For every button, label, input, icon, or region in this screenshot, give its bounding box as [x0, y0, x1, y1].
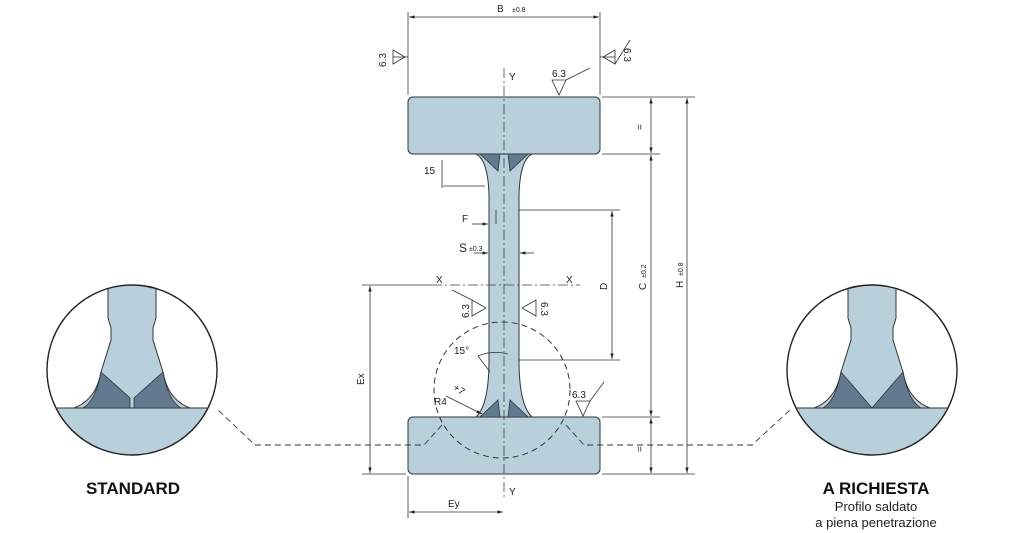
detail-circle [433, 321, 571, 459]
dim-B: B [497, 4, 504, 15]
dim-D: D [599, 283, 610, 290]
leader-left [217, 409, 443, 446]
dim-15: 15 [424, 166, 436, 177]
weld-full-right [871, 371, 923, 409]
dim-S-tol: ±0.3 [469, 246, 483, 253]
dim-bottom-flange-equal: = [635, 446, 646, 452]
leader-right [565, 409, 791, 446]
axis-y-top: Y [509, 72, 516, 83]
dim-R4: R4 [434, 397, 447, 408]
label-on-request: A RICHIESTA [823, 479, 930, 498]
detail-on-request [786, 284, 958, 456]
dimension-lines [362, 12, 695, 518]
dim-F: F [462, 214, 468, 225]
roughness-left-B: 6.3 [378, 53, 389, 67]
roughness-bottom-flange: 6.3 [572, 390, 586, 401]
dim-H: H [675, 281, 686, 288]
label-standard: STANDARD [86, 479, 180, 498]
label-on-request-line1: Profilo saldato [835, 499, 917, 514]
roughness-web-right: 6.3 [538, 302, 549, 316]
dim-C: C [638, 283, 649, 290]
dim-C-tol: ±0.2 [641, 264, 648, 278]
weld-full-left [821, 371, 873, 409]
detail-standard [46, 284, 218, 456]
weld-standard-left [81, 371, 131, 409]
roughness-symbols [392, 39, 631, 417]
weld-top-left [478, 153, 501, 172]
axis-x-left: X [436, 275, 443, 286]
dim-top-flange-equal: = [635, 124, 646, 130]
weld-bottom-left [478, 399, 501, 418]
axis-y-bottom: Y [509, 487, 516, 498]
dim-S: S [459, 241, 467, 255]
dim-Ex: Ex [356, 373, 367, 385]
roughness-right-B: 6.3 [621, 48, 632, 62]
dim-B-tol: ±0.8 [512, 7, 526, 14]
weld-bottom-right [507, 399, 530, 418]
weld-standard-right [133, 371, 183, 409]
dim-plus7: +7 [451, 382, 467, 398]
dim-angle: 15° [454, 346, 469, 357]
dim-Ey: Ey [448, 499, 460, 510]
roughness-top-flange: 6.3 [552, 69, 566, 80]
dim-H-tol: ±0.8 [678, 262, 685, 276]
roughness-web-left: 6.3 [461, 304, 472, 318]
label-on-request-line2: a piena penetrazione [815, 515, 936, 530]
center-axes [432, 68, 580, 500]
axis-x-right: X [566, 275, 573, 286]
weld-top-right [507, 153, 530, 172]
